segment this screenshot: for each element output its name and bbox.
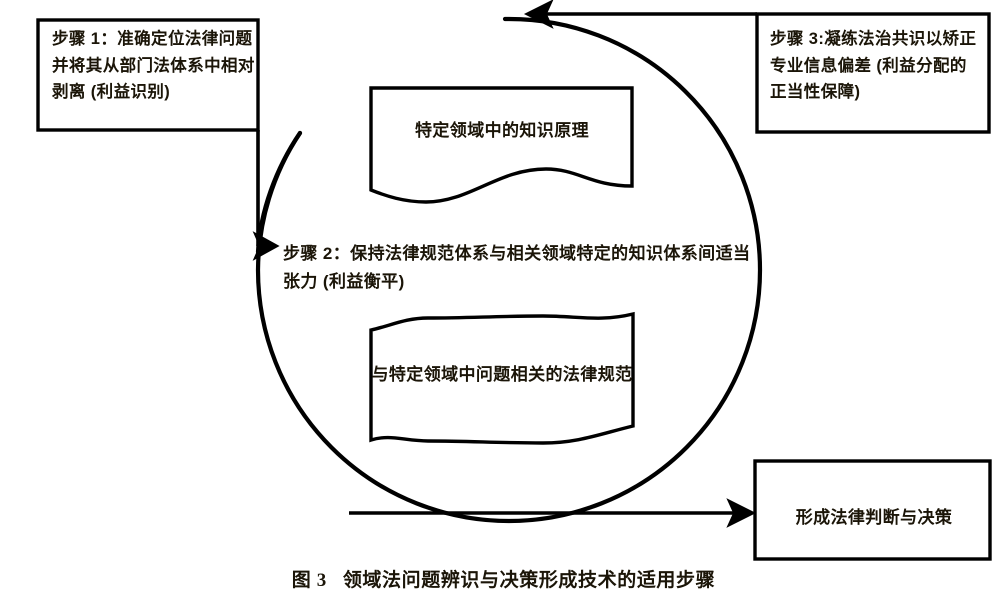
figure-caption-number: 图 3 (291, 570, 327, 591)
banner-top-shape (369, 86, 634, 204)
cycle-arc (255, 16, 763, 524)
figure-caption-title: 领域法问题辨识与决策形成技术的适用步骤 (342, 570, 716, 591)
step3-label: 步骤 3:凝练法治共识以矫正专业信息偏差 (利益分配的正当性保障) (770, 30, 977, 102)
banner-bottom-shape (369, 311, 635, 445)
decision-label: 形成法律判断与决策 (795, 508, 953, 527)
decision-box (753, 459, 992, 561)
banner-top-label: 特定领域中的知识原理 (415, 121, 589, 140)
step3-box (755, 12, 991, 134)
step1-label: 步骤 1：准确定位法律问题并将其从部门法体系中相对剥离 (利益识别) (52, 30, 255, 102)
step2-label: 步骤 2：保持法律规范体系与相关领域特定的知识体系间适当张力 (利益衡平) (283, 244, 751, 291)
step1-box (36, 18, 260, 132)
figure-caption: 图 3 领域法问题辨识与决策形成技术的适用步骤 (0, 565, 1007, 592)
cycle-arc-tail (255, 130, 303, 255)
banner-bottom-label: 与特定领域中问题相关的法律规范 (371, 365, 633, 384)
